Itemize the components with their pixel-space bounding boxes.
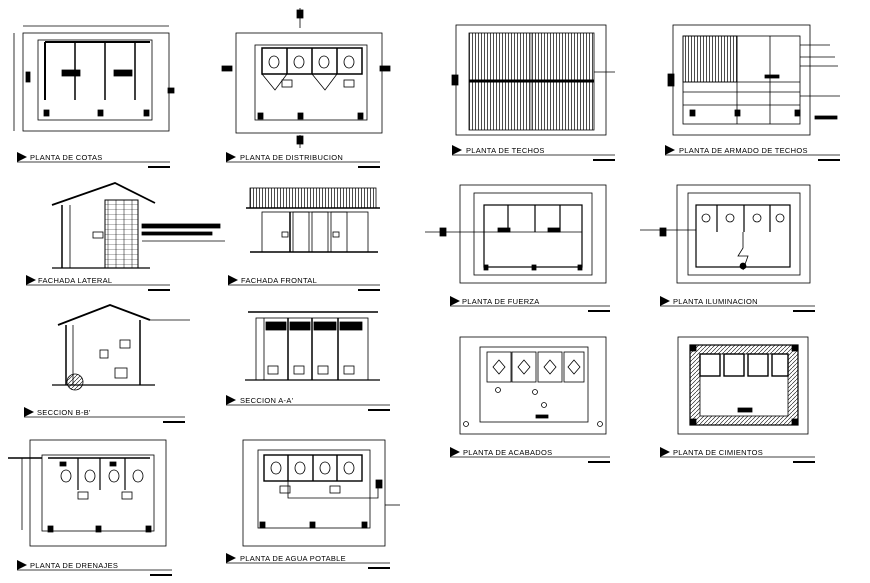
title-block-planta-distribucion: PLANTA DE DISTRIBUCION bbox=[226, 152, 380, 168]
title-block-planta-cotas: PLANTA DE COTAS bbox=[17, 152, 170, 168]
title-planta-fuerza: PLANTA DE FUERZA bbox=[462, 297, 540, 306]
title-planta-techos: PLANTA DE TECHOS bbox=[466, 146, 545, 155]
title-block-seccion-bb: SECCION B-B' bbox=[24, 407, 185, 423]
drawing-planta-agua-potable bbox=[242, 439, 400, 547]
title-block-fachada-lateral: FACHADA LATERAL bbox=[26, 275, 170, 291]
title-block-planta-techos: PLANTA DE TECHOS bbox=[452, 145, 615, 161]
drawing-planta-cotas bbox=[13, 25, 175, 132]
title-planta-acabados: PLANTA DE ACABADOS bbox=[463, 448, 552, 457]
drawing-fachada-frontal bbox=[246, 187, 380, 253]
title-block-planta-armado-techos: PLANTA DE ARMADO DE TECHOS bbox=[665, 145, 840, 161]
title-planta-agua-potable: PLANTA DE AGUA POTABLE bbox=[240, 554, 346, 563]
drawing-planta-armado-techos bbox=[667, 24, 840, 136]
drawing-seccion-bb bbox=[52, 304, 190, 391]
title-planta-drenajes: PLANTA DE DRENAJES bbox=[30, 561, 118, 570]
title-block-planta-fuerza: PLANTA DE FUERZA bbox=[450, 296, 610, 312]
title-planta-armado-techos: PLANTA DE ARMADO DE TECHOS bbox=[679, 146, 808, 155]
drawing-planta-cimientos bbox=[677, 336, 809, 435]
title-planta-iluminacion: PLANTA ILUMINACION bbox=[673, 297, 758, 306]
drawing-planta-drenajes bbox=[8, 439, 167, 547]
title-planta-distribucion: PLANTA DE DISTRIBUCION bbox=[240, 153, 343, 162]
title-block-planta-iluminacion: PLANTA ILUMINACION bbox=[660, 296, 815, 312]
title-planta-cotas: PLANTA DE COTAS bbox=[30, 153, 103, 162]
title-planta-cimientos: PLANTA DE CIMIENTOS bbox=[673, 448, 763, 457]
drawing-planta-distribucion bbox=[221, 8, 391, 148]
title-block-planta-cimientos: PLANTA DE CIMIENTOS bbox=[660, 447, 815, 463]
drawing-fachada-lateral bbox=[51, 182, 225, 269]
drawing-planta-fuerza bbox=[425, 184, 607, 284]
title-fachada-lateral: FACHADA LATERAL bbox=[38, 276, 112, 285]
drawing-seccion-aa bbox=[245, 311, 380, 381]
title-block-planta-drenajes: PLANTA DE DRENAJES bbox=[17, 560, 172, 576]
title-block-seccion-aa: SECCION A-A' bbox=[226, 395, 390, 411]
title-block-planta-agua-potable: PLANTA DE AGUA POTABLE bbox=[226, 553, 390, 569]
title-seccion-bb: SECCION B-B' bbox=[37, 408, 91, 417]
title-fachada-frontal: FACHADA FRONTAL bbox=[241, 276, 317, 285]
title-seccion-aa: SECCION A-A' bbox=[240, 396, 294, 405]
drawing-planta-techos bbox=[451, 24, 615, 136]
title-block-fachada-frontal: FACHADA FRONTAL bbox=[228, 275, 380, 291]
drawing-planta-acabados bbox=[459, 336, 607, 435]
title-block-planta-acabados: PLANTA DE ACABADOS bbox=[450, 447, 610, 463]
drawing-planta-iluminacion bbox=[640, 184, 811, 284]
